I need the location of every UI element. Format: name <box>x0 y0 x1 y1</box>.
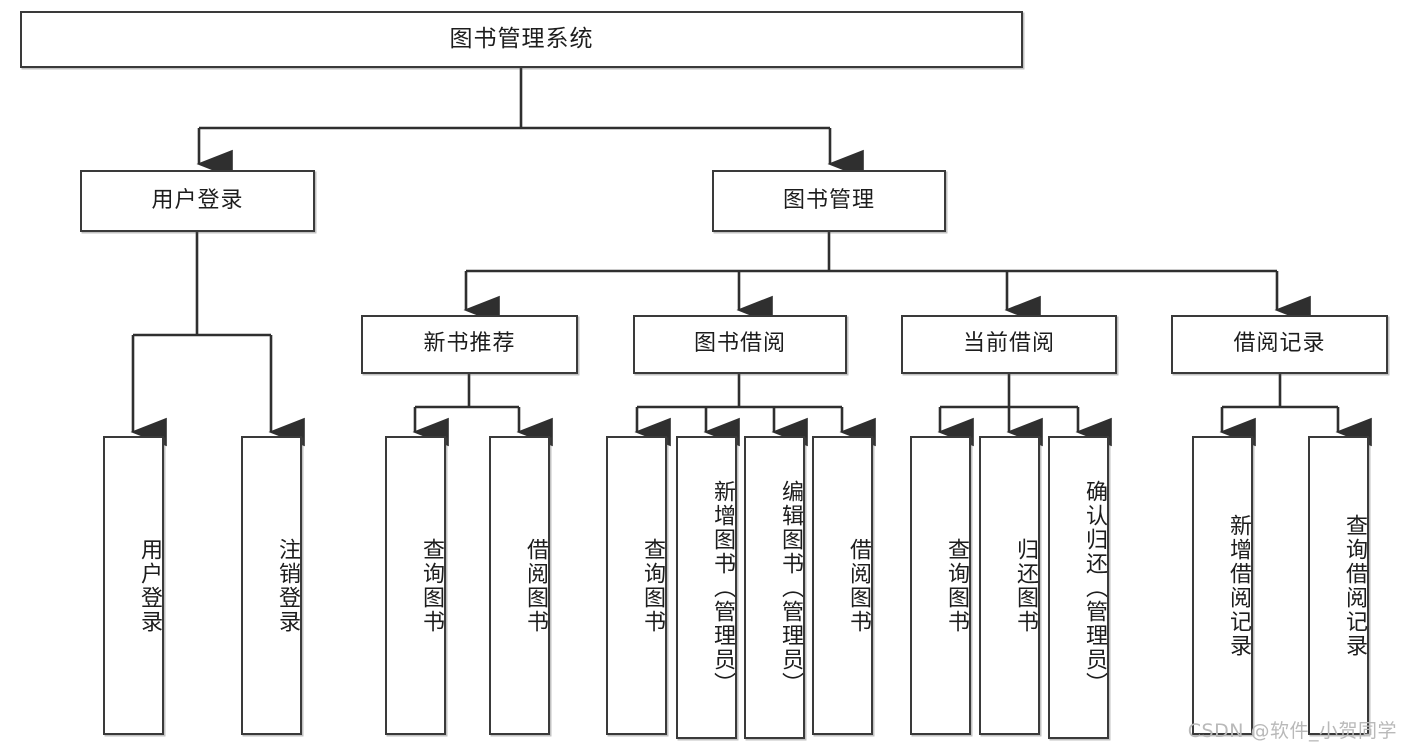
leaf-logout-login[interactable]: 注销登录 <box>241 436 302 735</box>
node-root[interactable]: 图书管理系统 <box>20 11 1023 68</box>
node-current-borrow[interactable]: 当前借阅 <box>901 315 1117 374</box>
leaf-query-book-3[interactable]: 查询图书 <box>910 436 971 735</box>
leaf-user-login-label: 用户登录 <box>137 537 162 634</box>
leaf-user-login[interactable]: 用户登录 <box>103 436 164 735</box>
leaf-query-book-1[interactable]: 查询图书 <box>385 436 446 735</box>
leaf-borrow-book-2[interactable]: 借阅图书 <box>812 436 873 735</box>
node-borrow-record[interactable]: 借阅记录 <box>1171 315 1388 374</box>
node-current-borrow-label: 当前借阅 <box>962 331 1055 357</box>
leaf-edit-book[interactable]: 编辑图书（管理员） <box>744 436 805 739</box>
node-root-label: 图书管理系统 <box>449 25 594 52</box>
node-user-login-label: 用户登录 <box>151 187 244 213</box>
node-new-book-recommend-label: 新书推荐 <box>423 331 516 357</box>
node-book-management[interactable]: 图书管理 <box>712 170 946 232</box>
leaf-add-book[interactable]: 新增图书（管理员） <box>676 436 737 739</box>
leaf-query-record[interactable]: 查询借阅记录 <box>1308 436 1369 735</box>
leaf-add-book-label: 新增图书（管理员） <box>710 479 735 696</box>
leaf-return-book[interactable]: 归还图书 <box>979 436 1040 735</box>
node-book-borrow[interactable]: 图书借阅 <box>633 315 847 374</box>
leaf-edit-book-label: 编辑图书（管理员） <box>778 479 803 696</box>
leaf-return-book-label: 归还图书 <box>1013 537 1038 634</box>
node-book-management-label: 图书管理 <box>782 187 875 213</box>
leaf-add-record[interactable]: 新增借阅记录 <box>1192 436 1253 735</box>
leaf-logout-login-label: 注销登录 <box>275 537 300 634</box>
leaf-confirm-return[interactable]: 确认归还（管理员） <box>1048 436 1109 739</box>
leaf-query-record-label: 查询借阅记录 <box>1342 513 1367 658</box>
node-borrow-record-label: 借阅记录 <box>1233 331 1326 357</box>
leaf-query-book-1-label: 查询图书 <box>419 537 444 634</box>
leaf-borrow-book-1-label: 借阅图书 <box>523 537 548 634</box>
leaf-query-book-2[interactable]: 查询图书 <box>606 436 667 735</box>
leaf-query-book-3-label: 查询图书 <box>944 537 969 634</box>
node-new-book-recommend[interactable]: 新书推荐 <box>361 315 578 374</box>
leaf-query-book-2-label: 查询图书 <box>640 537 665 634</box>
leaf-borrow-book-2-label: 借阅图书 <box>846 537 871 634</box>
watermark: CSDN @软件_小贺同学 <box>1187 720 1397 742</box>
leaf-borrow-book-1[interactable]: 借阅图书 <box>489 436 550 735</box>
leaf-add-record-label: 新增借阅记录 <box>1226 513 1251 658</box>
node-user-login[interactable]: 用户登录 <box>80 170 315 232</box>
node-book-borrow-label: 图书借阅 <box>693 331 786 357</box>
leaf-confirm-return-label: 确认归还（管理员） <box>1082 479 1107 696</box>
